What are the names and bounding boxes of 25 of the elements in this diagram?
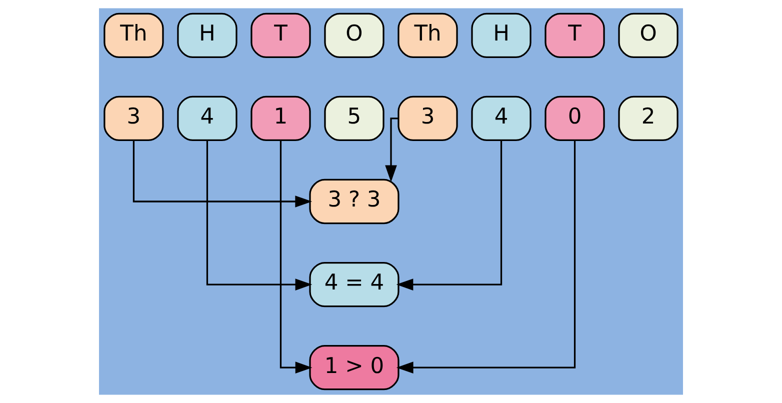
node-box: T xyxy=(250,12,311,58)
node-box: 1 > 0 xyxy=(309,344,400,390)
node-box: 5 xyxy=(324,96,384,142)
node-box: H xyxy=(177,12,238,58)
arrow xyxy=(396,140,502,290)
arrow xyxy=(385,118,398,182)
node-box: Th xyxy=(398,12,458,58)
node-box: O xyxy=(618,12,678,58)
node-box: 0 xyxy=(544,96,605,142)
node-box: 3 xyxy=(104,96,164,142)
arrow xyxy=(280,140,312,374)
node-box: 3 ? 3 xyxy=(309,178,400,224)
arrow xyxy=(206,140,312,290)
node-box: H xyxy=(471,12,532,58)
node-box: Th xyxy=(104,12,164,58)
node-box: T xyxy=(544,12,605,58)
node-box: 3 xyxy=(398,96,458,142)
node-box: 4 xyxy=(177,96,238,142)
node-box: 2 xyxy=(618,96,678,142)
node-box: 4 xyxy=(471,96,532,142)
node-box: O xyxy=(324,12,384,58)
arrow xyxy=(132,140,312,208)
node-box: 1 xyxy=(250,96,311,142)
node-box: 4 = 4 xyxy=(309,262,400,308)
arrow xyxy=(396,140,576,374)
